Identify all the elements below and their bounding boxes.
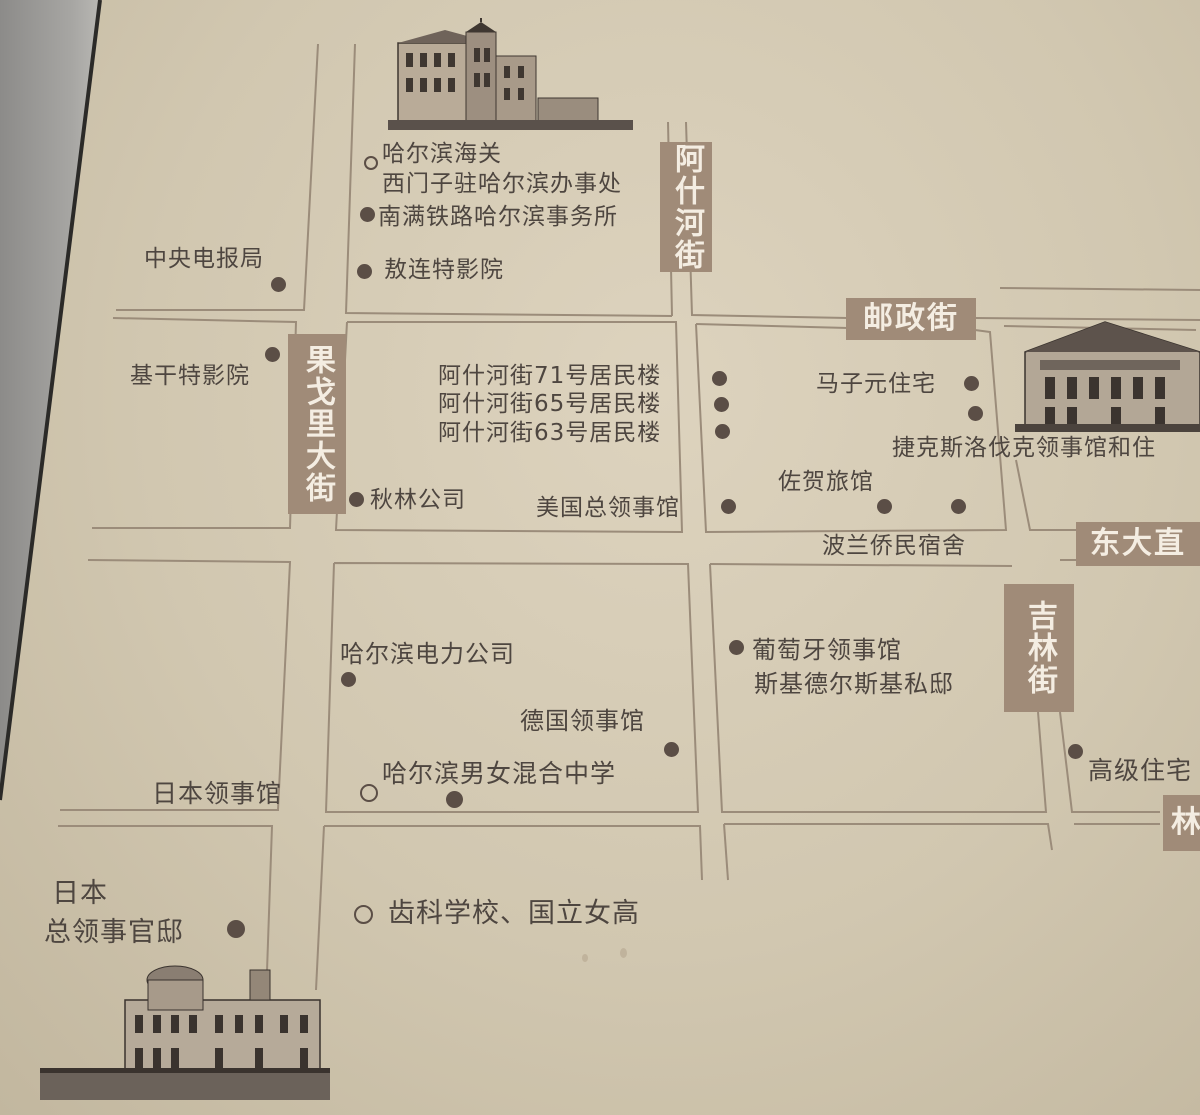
location-marker	[265, 347, 280, 362]
label-skidelsky-mansion: 斯基德尔斯基私邸	[754, 670, 954, 698]
location-marker	[877, 499, 892, 514]
location-marker	[1068, 744, 1083, 759]
location-marker	[964, 376, 979, 391]
location-marker	[729, 640, 744, 655]
block-outline	[723, 823, 729, 881]
open-marker	[364, 156, 378, 170]
label-portugal-consulate: 葡萄牙领事馆	[752, 636, 902, 664]
label-japan-residence-line1: 日本	[52, 878, 108, 909]
label-german-consulate: 德国领事馆	[520, 707, 645, 735]
label-central-telegraph: 中央电报局	[144, 246, 264, 272]
label-aolente-cinema: 敖连特影院	[384, 257, 504, 283]
location-marker	[446, 791, 463, 808]
location-marker	[721, 499, 736, 514]
block-outline	[709, 563, 1013, 567]
surface-stain	[582, 954, 588, 962]
label-qiulin-company: 秋林公司	[370, 487, 466, 513]
label-south-manchuria-railway: 南满铁路哈尔滨事务所	[378, 204, 618, 230]
block-outline	[974, 317, 1200, 321]
czech-consulate-illustration	[1015, 321, 1200, 432]
location-marker	[714, 397, 729, 412]
location-marker	[227, 920, 245, 938]
label-czech-consulate: 捷克斯洛伐克领事馆和住	[892, 435, 1156, 461]
location-marker	[360, 207, 375, 222]
location-marker	[951, 499, 966, 514]
label-polish-dormitory: 波兰侨民宿舍	[822, 533, 966, 559]
block-outline	[60, 559, 292, 811]
label-maziyuan-residence: 马子元住宅	[816, 371, 936, 397]
street-sign-youzheng: 邮政街	[846, 298, 976, 340]
location-marker	[341, 672, 356, 687]
surface-stain	[620, 948, 627, 958]
open-marker	[360, 784, 378, 802]
label-saga-hotel: 佐贺旅馆	[778, 469, 874, 495]
block-outline	[324, 562, 700, 813]
block-outline	[1015, 459, 1076, 531]
location-marker	[349, 492, 364, 507]
label-harbin-mixed-school: 哈尔滨男女混合中学	[382, 759, 617, 788]
label-japan-consulate: 日本领事馆	[152, 779, 283, 808]
block-outline	[116, 43, 319, 311]
japan-residence-illustration	[40, 965, 330, 1100]
block-outline	[324, 825, 703, 881]
block-outline	[999, 287, 1200, 291]
location-marker	[715, 424, 730, 439]
location-marker	[664, 742, 679, 757]
street-sign-guogeli: 果戈里大街	[288, 334, 346, 514]
label-ashihe-63: 阿什河街63号居民楼	[438, 420, 662, 446]
open-marker	[354, 905, 373, 924]
label-dental-school: 齿科学校、国立女高	[388, 898, 640, 929]
label-harbin-power: 哈尔滨电力公司	[340, 640, 515, 668]
location-marker	[712, 371, 727, 386]
label-us-consulate: 美国总领事馆	[536, 495, 680, 521]
location-marker	[968, 406, 983, 421]
block-outline	[344, 43, 673, 317]
block-outline	[315, 825, 325, 991]
label-senior-residence: 高级住宅	[1088, 756, 1193, 785]
street-sign-jilin: 吉林街	[1004, 584, 1074, 712]
label-siemens-office: 西门子驻哈尔滨办事处	[382, 171, 622, 197]
location-marker	[271, 277, 286, 292]
label-ashihe-65: 阿什河街65号居民楼	[438, 391, 662, 417]
block-outline	[1059, 711, 1160, 813]
block-outline	[695, 323, 849, 329]
label-japan-residence-line2: 总领事官邸	[44, 917, 184, 948]
block-outline	[695, 323, 1008, 534]
block-outline	[724, 823, 1053, 851]
street-sign-partial: 林	[1163, 795, 1200, 851]
label-jigante-cinema: 基干特影院	[130, 363, 250, 389]
block-outline	[58, 825, 274, 1001]
block-outline	[709, 563, 1048, 813]
label-ashihe-71: 阿什河街71号居民楼	[438, 363, 662, 389]
street-sign-ashihe: 阿什河街	[660, 142, 712, 272]
label-harbin-customs: 哈尔滨海关	[382, 141, 502, 167]
customs-building-illustration	[388, 18, 633, 130]
location-marker	[357, 264, 372, 279]
street-sign-dongda: 东大直	[1076, 522, 1200, 566]
